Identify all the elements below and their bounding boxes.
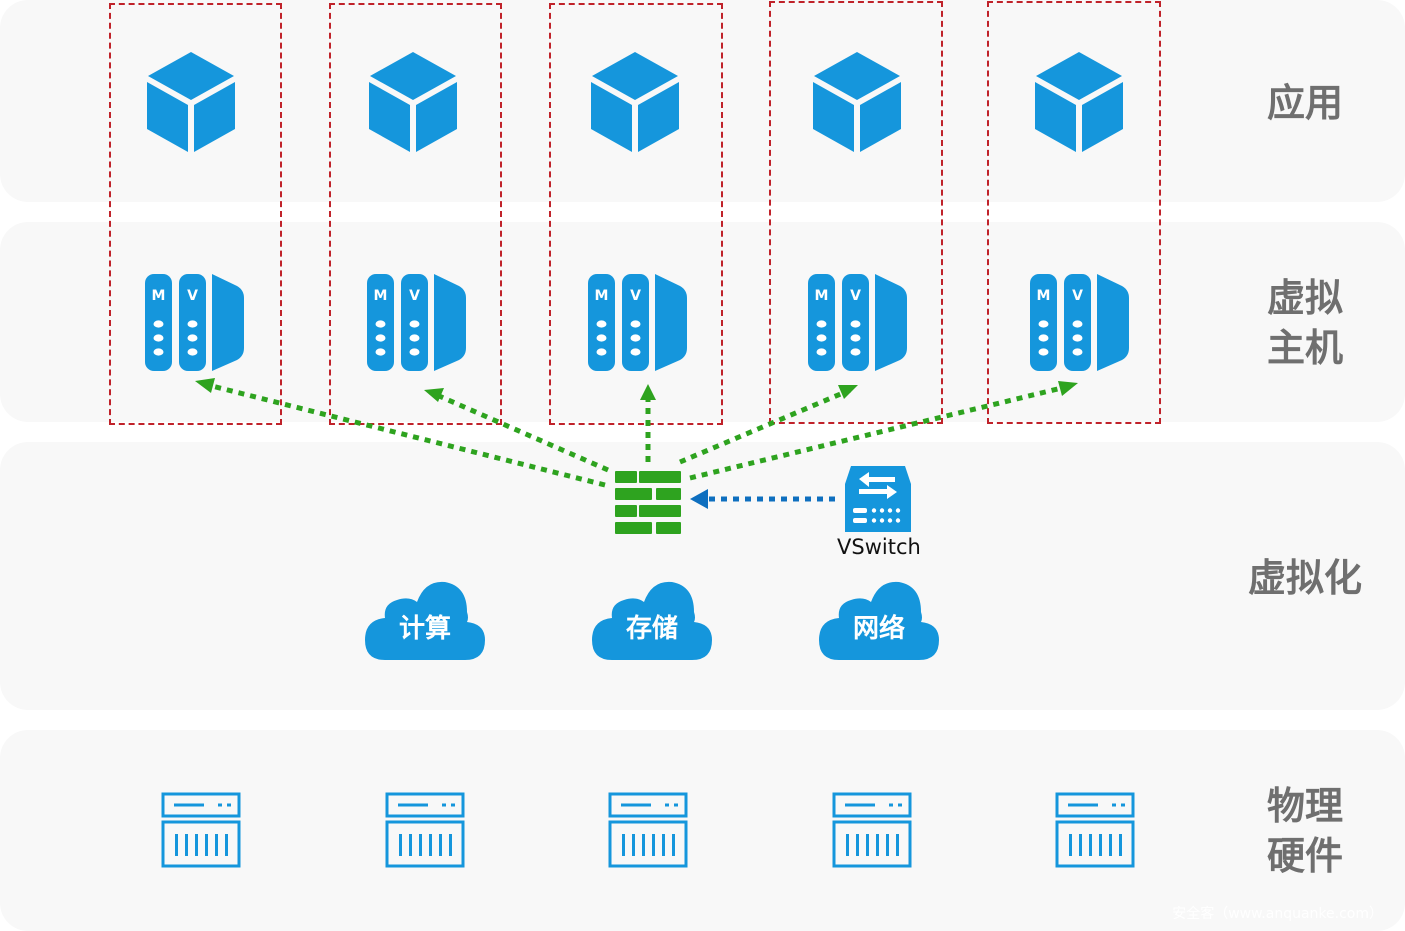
cloud-label: 存储 [625,614,678,644]
tenant-group-box-2 [329,3,502,425]
vm-letter-v: V [850,288,861,304]
virtual-machine-icon: M V [145,274,244,371]
layer-label-virtualization: 虚拟化 [1247,556,1362,600]
layer-label-hardware: 物理 硬件 [1230,781,1380,881]
application-cube-icon [147,52,235,152]
application-cube-icon [369,52,457,152]
vm-letter-m: M [152,288,166,304]
tenant-group-box-4 [769,1,943,424]
application-cube-icon [813,52,901,152]
physical-server-icon [385,792,465,868]
vswitch-label: VSwitch [837,535,921,559]
tenant-group-box-5 [987,1,1161,424]
vm-letter-v: V [187,288,198,304]
cloud-label: 网络 [852,614,905,644]
virtual-machine-icon: M V [588,274,687,371]
physical-server-icon [608,792,688,868]
layer-label-application: 应用 [1266,81,1343,125]
application-cube-icon [591,52,679,152]
vswitch-icon [845,466,911,532]
arrow-firewall-to-vm-2 [428,389,610,473]
watermark: 安全客（www.anquanke.com） [1172,906,1383,922]
virtual-machine-icon: M V [808,274,907,371]
cloud-2: 存储 [592,578,712,662]
arrowhead-vm-5 [1058,381,1078,396]
vm-letter-m: M [1037,288,1051,304]
arrowhead-vm-1 [195,378,215,393]
virtual-machine-icon: M V [1030,274,1129,371]
arrowhead-vm-3 [640,384,656,400]
vm-letter-m: M [374,288,388,304]
arrow-firewall-to-vm-1 [199,380,606,488]
cloud-icon [365,581,485,660]
vm-letter-m: M [815,288,829,304]
tenant-group-box-3 [549,3,723,425]
layer-label-virtual-host: 虚拟 主机 [1230,273,1380,373]
cloud-label: 计算 [398,614,451,644]
arrowhead-firewall [690,489,708,509]
layer-physical-hardware [0,730,1405,931]
physical-server-icon [832,792,912,868]
arrow-firewall-to-vm-5 [689,383,1071,481]
layer-virtualization [0,442,1405,710]
vm-letter-v: V [409,288,420,304]
application-cube-icon [1035,52,1123,152]
virtual-machine-icon: M V [367,274,466,371]
arrowhead-vm-2 [424,388,444,402]
physical-server-icon [161,792,241,868]
physical-server-icon [1055,792,1135,868]
arrowhead-vm-4 [838,385,858,399]
vm-letter-m: M [595,288,609,304]
cloud-icon [819,581,939,660]
firewall-icon [615,471,681,534]
tenant-group-box-1 [109,3,282,425]
cloud-icon [592,581,712,660]
cloud-3: 网络 [819,578,939,662]
layer-label-text: 虚拟 主机 [1266,276,1343,370]
vm-letter-v: V [1072,288,1083,304]
vm-letter-v: V [630,288,641,304]
arrow-firewall-to-vm-4 [679,387,851,465]
layer-label-text: 物理 硬件 [1266,784,1343,878]
cloud-1: 计算 [365,578,485,662]
